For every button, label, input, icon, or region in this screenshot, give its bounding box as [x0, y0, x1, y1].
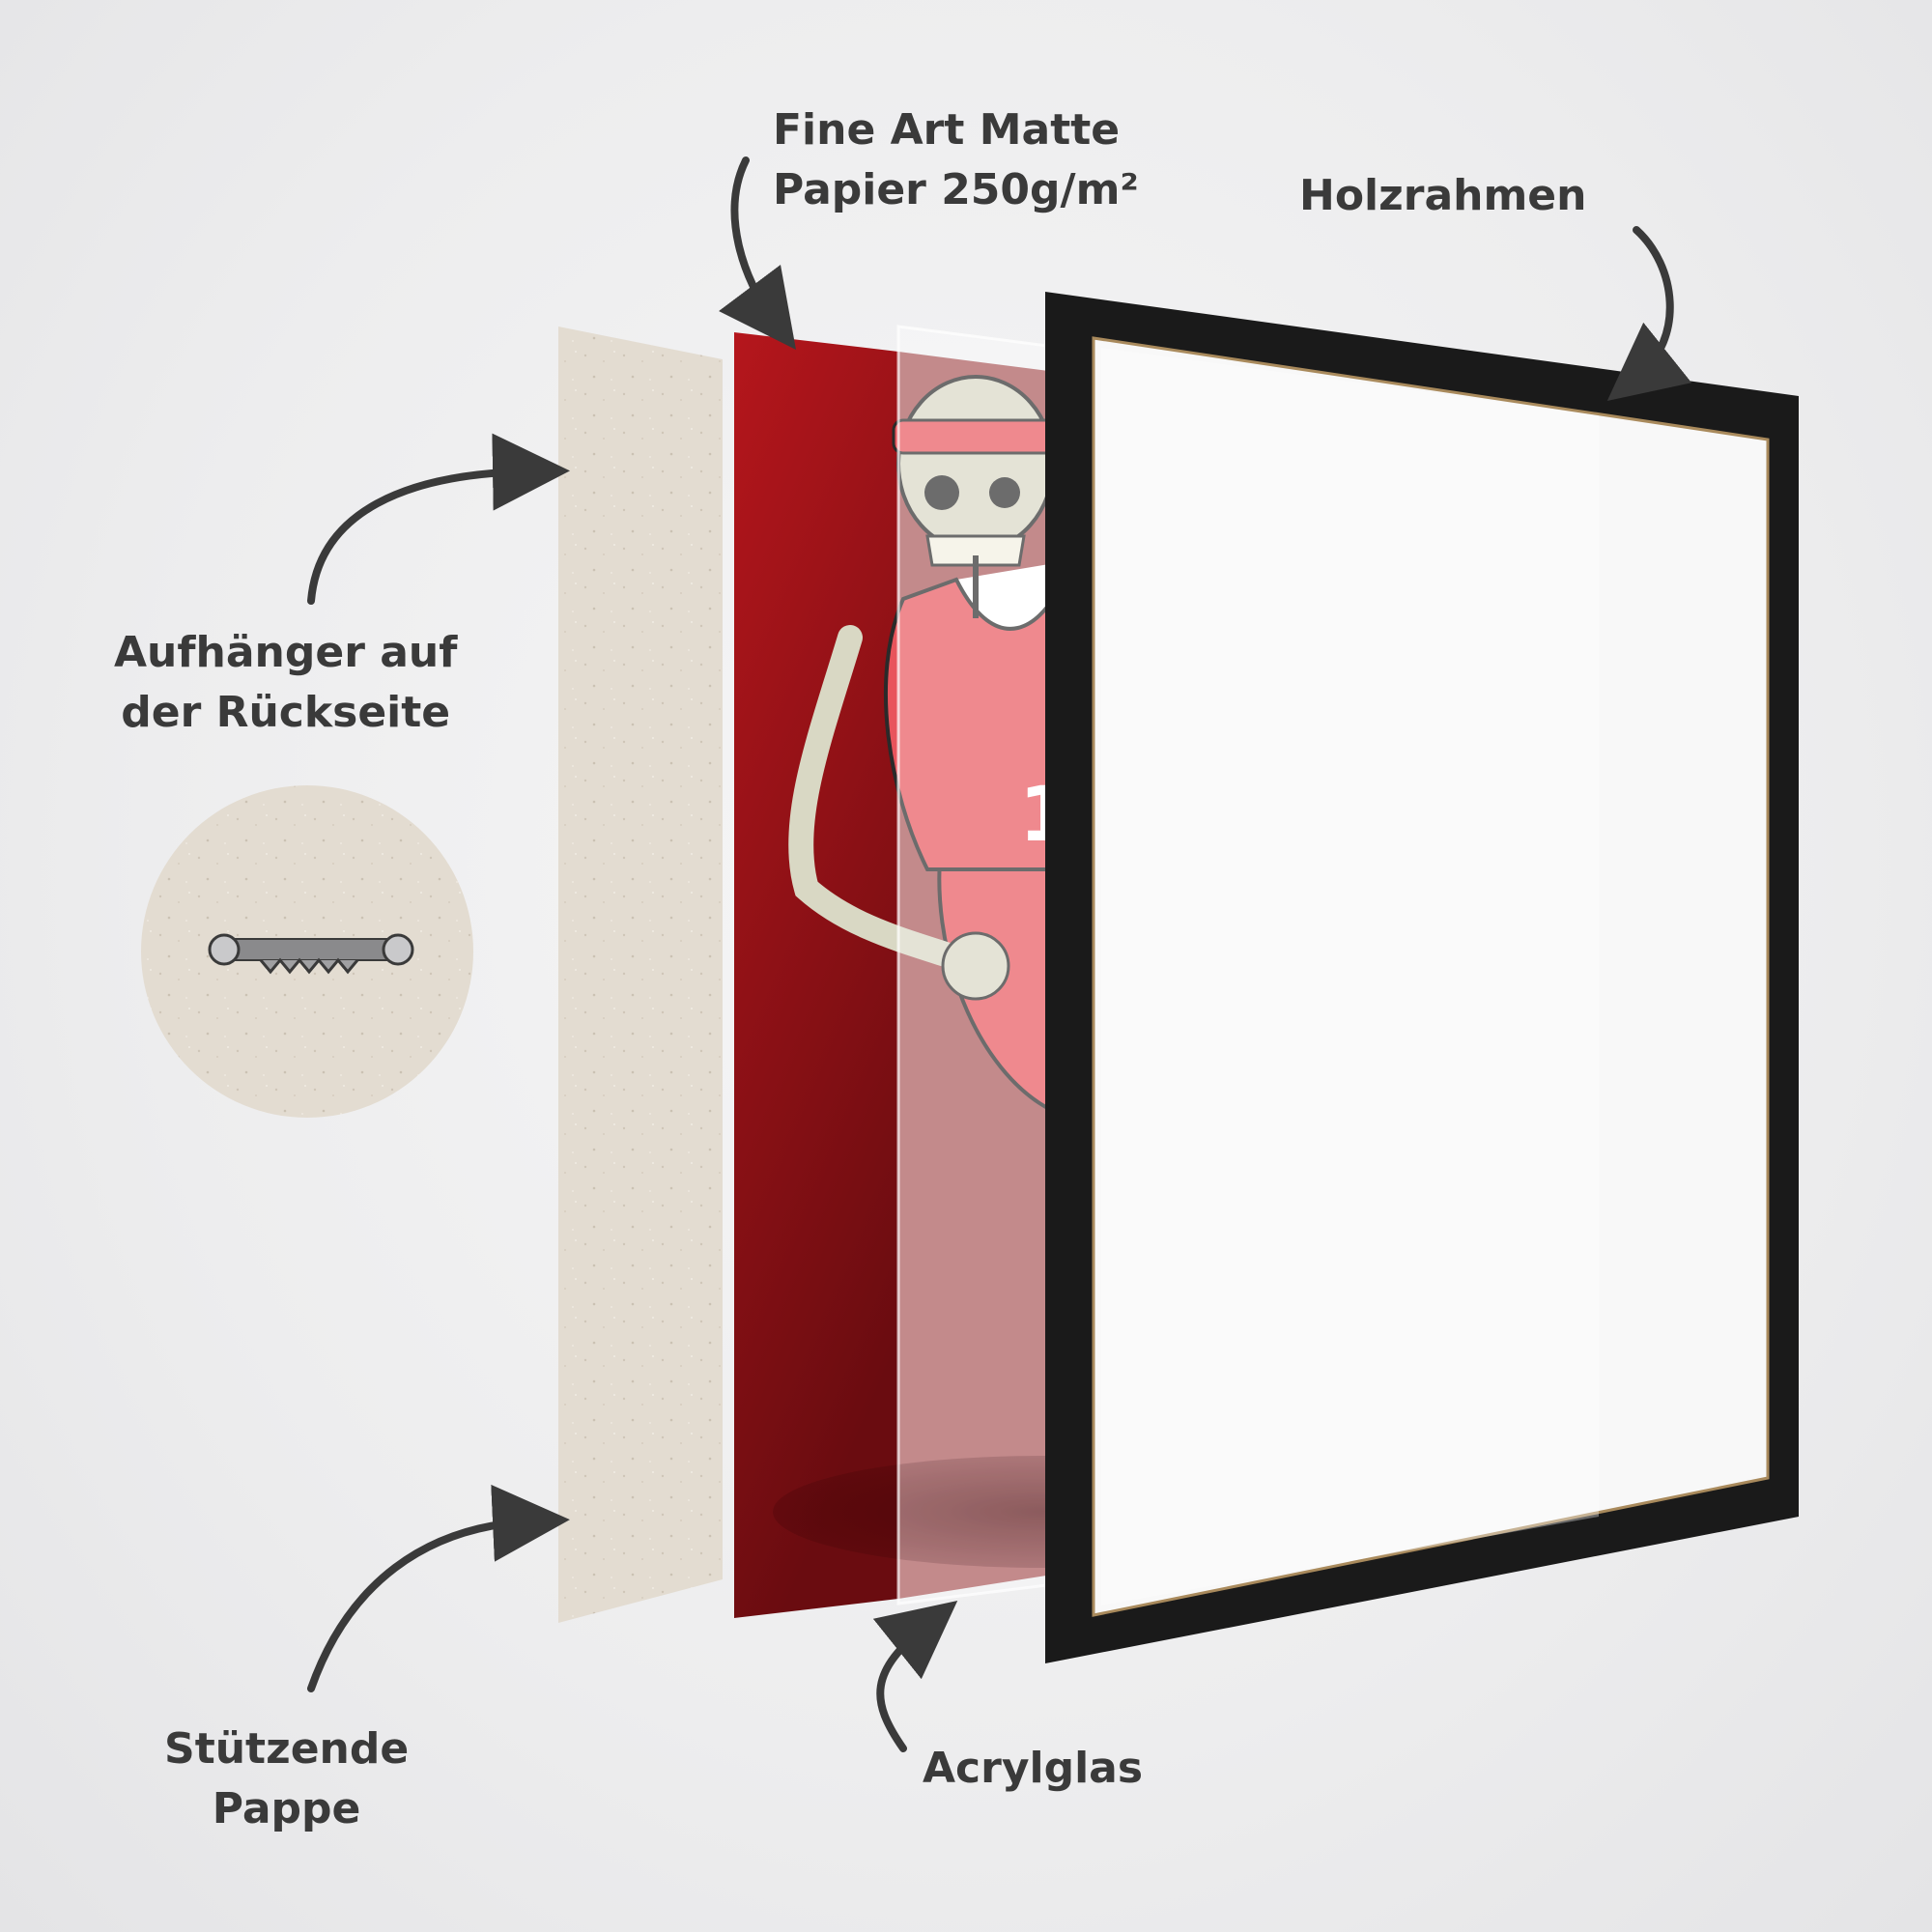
paper-label-line2: Papier 250g/m²	[773, 165, 1139, 214]
sawtooth-hanger-icon	[208, 933, 414, 975]
paper-label: Fine Art Matte Papier 250g/m²	[773, 100, 1139, 220]
acrylic-glass-sheen	[898, 327, 1063, 1604]
backing-label: Stützende Pappe	[164, 1719, 409, 1839]
backing-label-line2: Pappe	[212, 1784, 361, 1833]
frame-label-text: Holzrahmen	[1299, 171, 1587, 220]
cardboard-backing	[558, 327, 723, 1623]
hanger-label-line1: Aufhänger auf	[114, 628, 458, 677]
hanger-label: Aufhänger auf der Rückseite	[114, 623, 457, 743]
hanger-detail-circle	[141, 785, 473, 1118]
glass-label: Acrylglas	[923, 1739, 1143, 1799]
backing-label-line1: Stützende	[164, 1724, 410, 1774]
paper-label-line1: Fine Art Matte	[773, 105, 1121, 155]
glass-label-text: Acrylglas	[923, 1744, 1144, 1793]
hanger-label-line2: der Rückseite	[121, 688, 451, 737]
art-paper	[734, 332, 898, 1618]
frame-label: Holzrahmen	[1299, 166, 1586, 226]
curved-arrow-icon	[307, 156, 1692, 1752]
wooden-frame	[1045, 292, 1799, 1663]
